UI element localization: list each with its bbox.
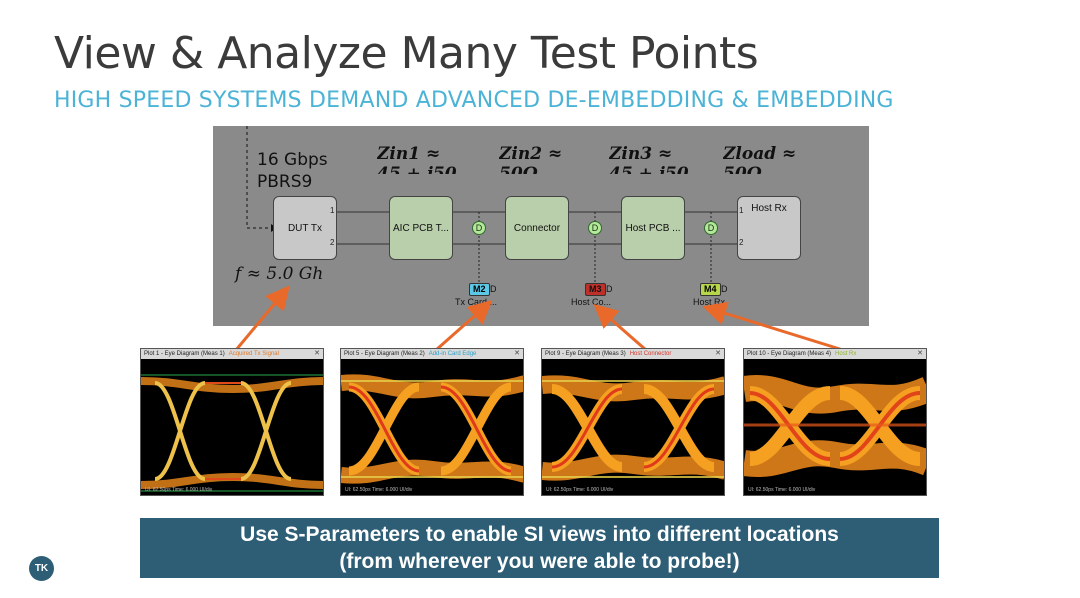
page-subtitle: HIGH SPEED SYSTEMS DEMAND ADVANCED DE-EM… xyxy=(54,88,894,113)
marker-m2-tag[interactable]: M2 xyxy=(469,283,490,296)
marker-m4-tag[interactable]: M4 xyxy=(700,283,721,296)
banner-line-2: (from wherever you were able to probe!) xyxy=(339,550,740,573)
marker-m3-caption: Host Co... xyxy=(571,297,612,307)
banner-line-1: Use S-Parameters to enable SI views into… xyxy=(240,523,839,546)
block-label: Host Rx xyxy=(751,203,787,214)
signal-path-diagram: 16 Gbps PBRS9 Zin1 ≈45 + j50 Zin2 ≈50Ω Z… xyxy=(213,126,869,326)
eye-diagram-3 xyxy=(542,359,724,495)
eye-panel-1[interactable]: Plot 1 - Eye Diagram (Meas 1)Acquired Tx… xyxy=(140,348,324,496)
eye-panel-2[interactable]: Plot 5 - Eye Diagram (Meas 2)Add-in Card… xyxy=(340,348,524,496)
eye-diagram-2 xyxy=(341,359,523,495)
company-logo-icon: TK xyxy=(29,556,54,581)
eye-panel-label: Add-in Card Edge xyxy=(428,351,477,357)
eye-panel-3[interactable]: Plot 9 - Eye Diagram (Meas 3)Host Connec… xyxy=(541,348,725,496)
eye-panel-footer: UI: 62.50ps Time: 6.000 UI/div xyxy=(546,487,614,493)
diagram-wires xyxy=(246,126,737,284)
z-label-4: Zload ≈50Ω xyxy=(723,144,797,174)
z-label-2: Zin2 ≈50Ω xyxy=(499,144,563,174)
eye-panel-titlebar: Plot 10 - Eye Diagram (Meas 4)Host Rx ✕ xyxy=(744,349,926,359)
eye-panel-titlebar: Plot 1 - Eye Diagram (Meas 1)Acquired Tx… xyxy=(141,349,323,359)
source-pattern: PBRS9 xyxy=(257,172,313,192)
block-host-pcb[interactable]: Host PCB ... xyxy=(621,196,685,260)
frequency-label: f ≈ 5.0 Gh xyxy=(235,264,324,284)
eye-panel-label: Host Connector xyxy=(629,351,672,357)
marker-m2-suffix: D xyxy=(490,284,497,294)
eye-diagram-4 xyxy=(744,359,926,495)
z-label-1: Zin1 ≈45 + j50 xyxy=(377,144,457,174)
eye-panel-footer: UI: 62.50ps Time: 6.000 UI/div xyxy=(748,487,816,493)
port-1-label: 1 xyxy=(330,206,335,215)
eye-diagram-1 xyxy=(141,359,323,495)
eye-panel-4[interactable]: Plot 10 - Eye Diagram (Meas 4)Host Rx ✕ … xyxy=(743,348,927,496)
block-label: AIC PCB T... xyxy=(393,222,449,234)
eye-panel-label: Acquired Tx Signal xyxy=(228,351,279,357)
block-label: Connector xyxy=(513,222,561,234)
eye-panel-label: Host Rx xyxy=(835,351,857,357)
marker-m4-suffix: D xyxy=(721,284,728,294)
close-icon[interactable]: ✕ xyxy=(514,350,520,357)
probe-node-m4[interactable]: D xyxy=(704,221,718,235)
probe-node-m3[interactable]: D xyxy=(588,221,602,235)
block-host-rx[interactable]: Host Rx xyxy=(737,196,801,260)
eye-panel-footer: UI: 62.50ps Time: 6.000 UI/div xyxy=(145,487,213,493)
eye-panel-titlebar: Plot 9 - Eye Diagram (Meas 3)Host Connec… xyxy=(542,349,724,359)
eye-panel-titlebar: Plot 5 - Eye Diagram (Meas 2)Add-in Card… xyxy=(341,349,523,359)
marker-m3-tag[interactable]: M3 xyxy=(585,283,606,296)
port-1-label: 1 xyxy=(739,206,744,215)
page-title: View & Analyze Many Test Points xyxy=(54,28,759,79)
port-2-label: 2 xyxy=(739,238,744,247)
probe-node-m2[interactable]: D xyxy=(472,221,486,235)
z-label-3: Zin3 ≈45 + j50 xyxy=(609,144,689,174)
close-icon[interactable]: ✕ xyxy=(314,350,320,357)
port-2-label: 2 xyxy=(330,238,335,247)
close-icon[interactable]: ✕ xyxy=(715,350,721,357)
summary-banner: Use S-Parameters to enable SI views into… xyxy=(140,518,939,578)
block-label: Host PCB ... xyxy=(625,222,681,234)
marker-m4-caption: Host Rx xyxy=(693,297,726,307)
block-aic-pcb[interactable]: AIC PCB T... xyxy=(389,196,453,260)
eye-panel-footer: UI: 62.50ps Time: 6.000 UI/div xyxy=(345,487,413,493)
block-dut-tx[interactable]: DUT Tx xyxy=(273,196,337,260)
block-label: DUT Tx xyxy=(287,222,323,234)
close-icon[interactable]: ✕ xyxy=(917,350,923,357)
block-connector[interactable]: Connector xyxy=(505,196,569,260)
source-data-rate: 16 Gbps xyxy=(257,150,328,170)
marker-m2-caption: Tx Card ... xyxy=(455,297,498,307)
marker-m3-suffix: D xyxy=(606,284,613,294)
